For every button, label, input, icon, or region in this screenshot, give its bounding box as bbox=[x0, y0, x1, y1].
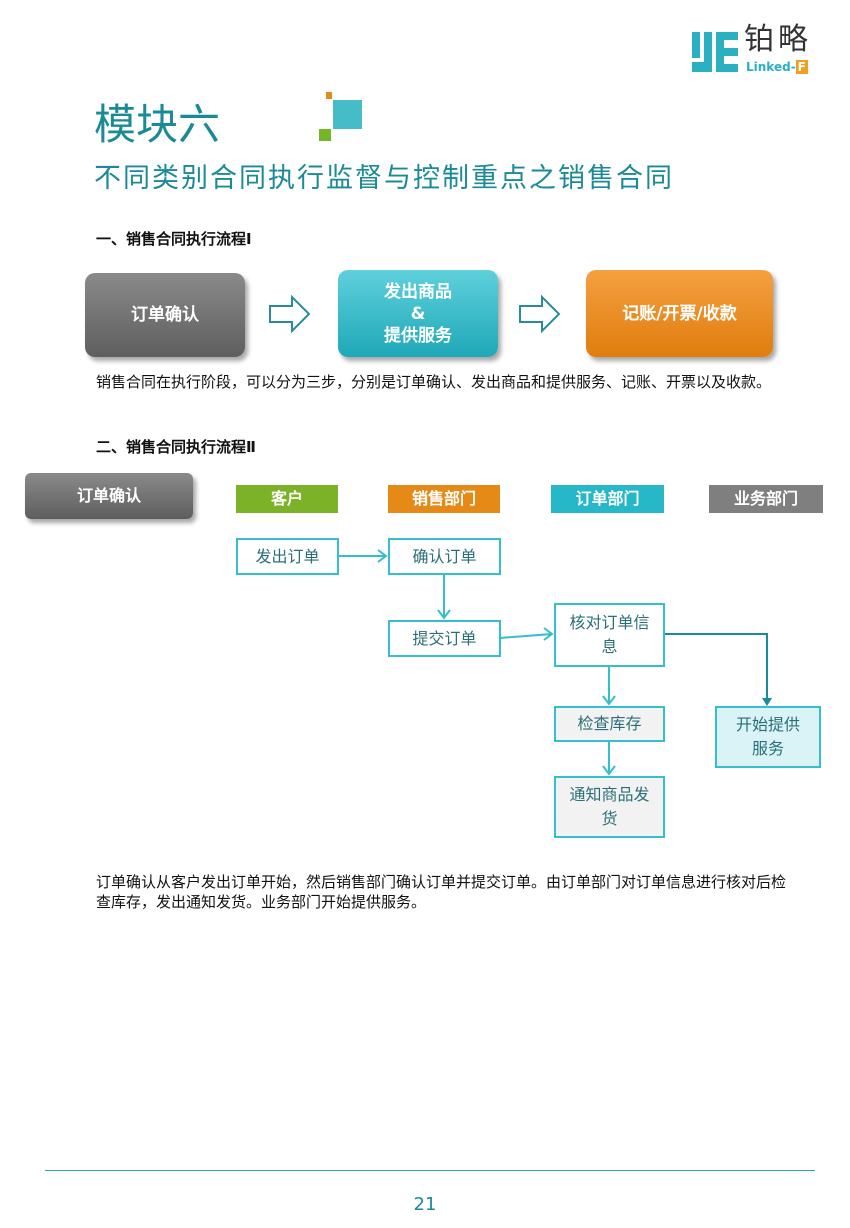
node-submit-order: 提交订单 bbox=[388, 620, 501, 657]
connector bbox=[437, 574, 451, 620]
step-ship-service: 发出商品 & 提供服务 bbox=[338, 270, 498, 357]
page-number: 21 bbox=[413, 1194, 437, 1215]
node-notify-ship: 通知商品发货 bbox=[554, 776, 665, 838]
decor-square-teal bbox=[333, 100, 362, 129]
arrow-right-icon bbox=[519, 294, 561, 334]
section1-description: 销售合同在执行阶段，可以分为三步，分别是订单确认、发出商品和提供服务、记账、开票… bbox=[96, 373, 772, 391]
node-check-stock: 检查库存 bbox=[554, 706, 665, 742]
connector bbox=[664, 633, 768, 700]
lane-sales: 销售部门 bbox=[388, 485, 500, 513]
order-confirm-tag: 订单确认 bbox=[25, 473, 193, 519]
lane-order-dept: 订单部门 bbox=[551, 485, 664, 513]
connector bbox=[499, 627, 554, 641]
node-send-order: 发出订单 bbox=[236, 538, 339, 575]
connector bbox=[602, 666, 616, 706]
step-billing: 记账/开票/收款 bbox=[586, 270, 773, 357]
arrowhead bbox=[762, 698, 772, 706]
connector bbox=[339, 549, 388, 563]
logo-text: 铂略 bbox=[744, 22, 812, 57]
step-order-confirm: 订单确认 bbox=[85, 273, 245, 357]
node-check-info: 核对订单信息 bbox=[554, 603, 665, 667]
decor-square-green bbox=[319, 129, 331, 141]
page-title: 模块六 bbox=[94, 100, 221, 149]
footer-divider bbox=[45, 1170, 815, 1171]
lane-business: 业务部门 bbox=[709, 485, 823, 513]
page-subtitle: 不同类别合同执行监督与控制重点之销售合同 bbox=[94, 163, 674, 194]
logo-icon bbox=[692, 32, 738, 72]
arrow-right-icon bbox=[269, 294, 311, 334]
section2-description: 订单确认从客户发出订单开始，然后销售部门确认订单并提交订单。由订单部门对订单信息… bbox=[96, 873, 787, 911]
node-start-service: 开始提供服务 bbox=[715, 706, 821, 768]
connector bbox=[602, 741, 616, 776]
section1-heading: 一、销售合同执行流程Ⅰ bbox=[96, 230, 252, 248]
lane-customer: 客户 bbox=[236, 485, 338, 513]
section2-heading: 二、销售合同执行流程Ⅱ bbox=[96, 438, 256, 456]
decor-square-orange bbox=[326, 92, 332, 99]
logo-subtext: Linked-F bbox=[746, 60, 808, 74]
node-confirm-order: 确认订单 bbox=[388, 538, 501, 575]
